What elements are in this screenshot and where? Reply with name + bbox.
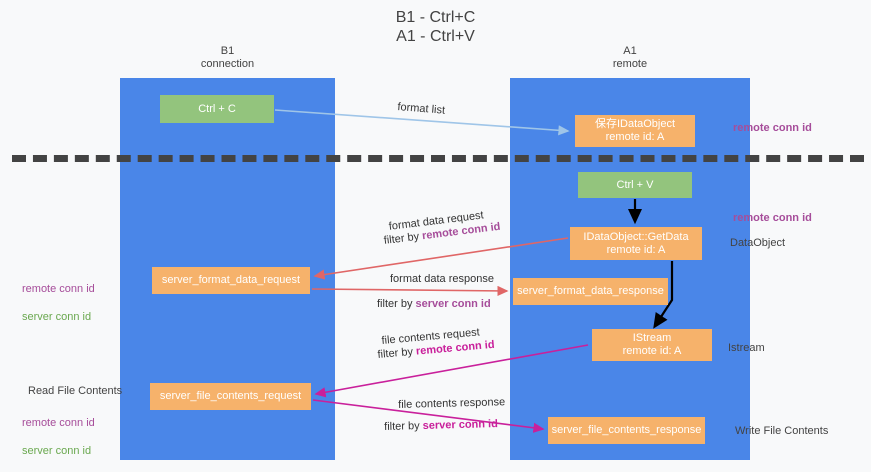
annotation-left-remote-conn-id: remote conn id: [22, 283, 95, 295]
page-title: B1 - Ctrl+C A1 - Ctrl+V: [395, 9, 476, 45]
annotation-read-file-contents: Read File Contents: [28, 385, 123, 397]
annotation-remote-conn-id-top: remote conn id: [733, 122, 812, 134]
annotation-dataobject: DataObject: [730, 237, 786, 249]
edge-label-format-list: format list: [396, 100, 446, 117]
node-ctrl-c[interactable]: Ctrl + C: [160, 95, 274, 123]
filter-prefix: filter by: [377, 298, 416, 310]
annotation-remote-conn-id-mid: remote conn id: [733, 212, 812, 224]
edge-label-file-contents-response-filter: filter by server conn id: [384, 417, 498, 435]
filter-prefix: filter by: [383, 230, 423, 247]
node-server-format-data-response[interactable]: server_format_data_response: [513, 278, 668, 305]
node-server-format-data-request[interactable]: server_format_data_request: [152, 267, 310, 294]
annotation-left-remote-conn-id-2: remote conn id: [22, 417, 95, 429]
filter-prefix: filter by: [384, 419, 423, 433]
edge-label-file-contents-response: file contents response: [398, 396, 506, 411]
arrow-format-data-response: [311, 285, 509, 297]
edge-label-format-data-response-filter: filter by server conn id: [377, 297, 491, 312]
annotation-left-server-conn-id: server conn id: [22, 311, 92, 323]
edge-label-format-data-response: format data response: [390, 273, 494, 285]
node-server-file-contents-response[interactable]: server_file_contents_response: [548, 417, 705, 444]
phase-divider: [12, 155, 864, 162]
node-ctrl-v[interactable]: Ctrl + V: [578, 172, 692, 198]
filter-prefix: filter by: [377, 345, 417, 361]
swimlane-header-a1: A1 remote: [612, 45, 648, 70]
node-server-file-contents-request[interactable]: server_file_contents_request: [150, 383, 311, 410]
node-idataobject-getdata[interactable]: IDataObject::GetData remote id: A: [570, 227, 702, 260]
filter-key-server-conn-id: server conn id: [422, 418, 499, 432]
swimlane-header-b1: B1 connection: [200, 45, 255, 70]
annotation-left-conn-ids-top: remote conn id server conn id: [22, 268, 95, 338]
node-istream[interactable]: IStream remote id: A: [592, 329, 712, 361]
annotation-istream: Istream: [728, 342, 765, 354]
node-idataobject[interactable]: 保存IDataObject remote id: A: [575, 115, 695, 147]
annotation-left-conn-ids-bottom: remote conn id server conn id: [22, 402, 95, 472]
filter-key-server-conn-id: server conn id: [415, 298, 491, 310]
annotation-write-file-contents: Write File Contents: [735, 425, 829, 437]
annotation-left-server-conn-id-2: server conn id: [22, 445, 92, 457]
